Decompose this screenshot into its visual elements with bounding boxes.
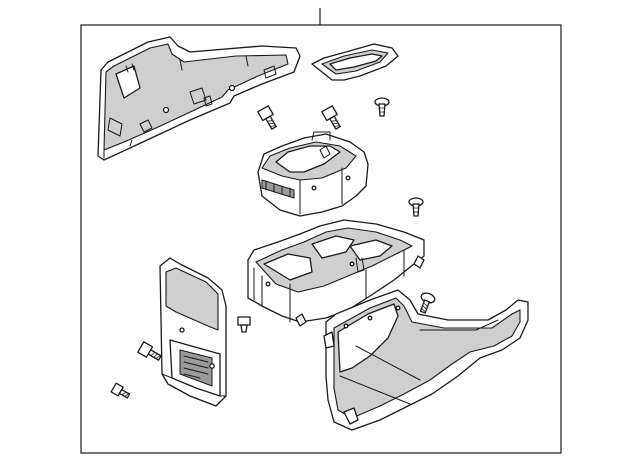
storage-box: [257, 131, 369, 217]
push-clip-mid: [408, 197, 424, 217]
bolt-upper-mid: [321, 105, 341, 130]
upper-side-trim-panel: [97, 36, 301, 161]
console-base: [247, 219, 425, 327]
push-clip-upper: [374, 97, 390, 117]
bolt-left: [137, 341, 162, 361]
diagram-frame: [80, 24, 562, 454]
bolt-lower-left: [110, 382, 131, 399]
lower-side-trim-panel: [323, 289, 529, 431]
rear-end-panel: [159, 257, 227, 407]
small-tray: [311, 43, 399, 81]
screw-right: [419, 292, 436, 314]
push-clip-lower: [237, 316, 251, 333]
bolt-upper-left: [257, 105, 277, 130]
